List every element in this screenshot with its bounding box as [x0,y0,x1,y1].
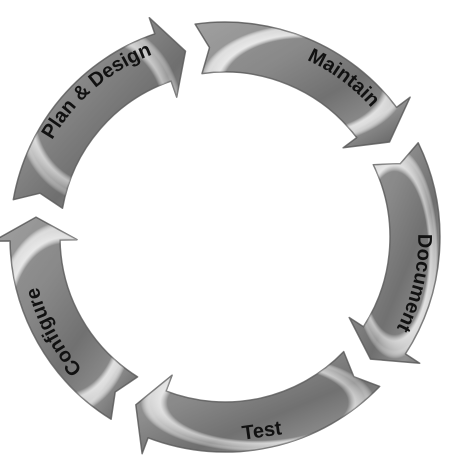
arrow-maintain-shading [195,22,411,148]
arrow-document-shading [349,142,440,364]
arrow-plan-design-shading [13,17,186,209]
arrow-configure-shading [0,217,138,420]
cycle-segments [0,16,441,455]
arrow-test-shading [135,351,380,454]
